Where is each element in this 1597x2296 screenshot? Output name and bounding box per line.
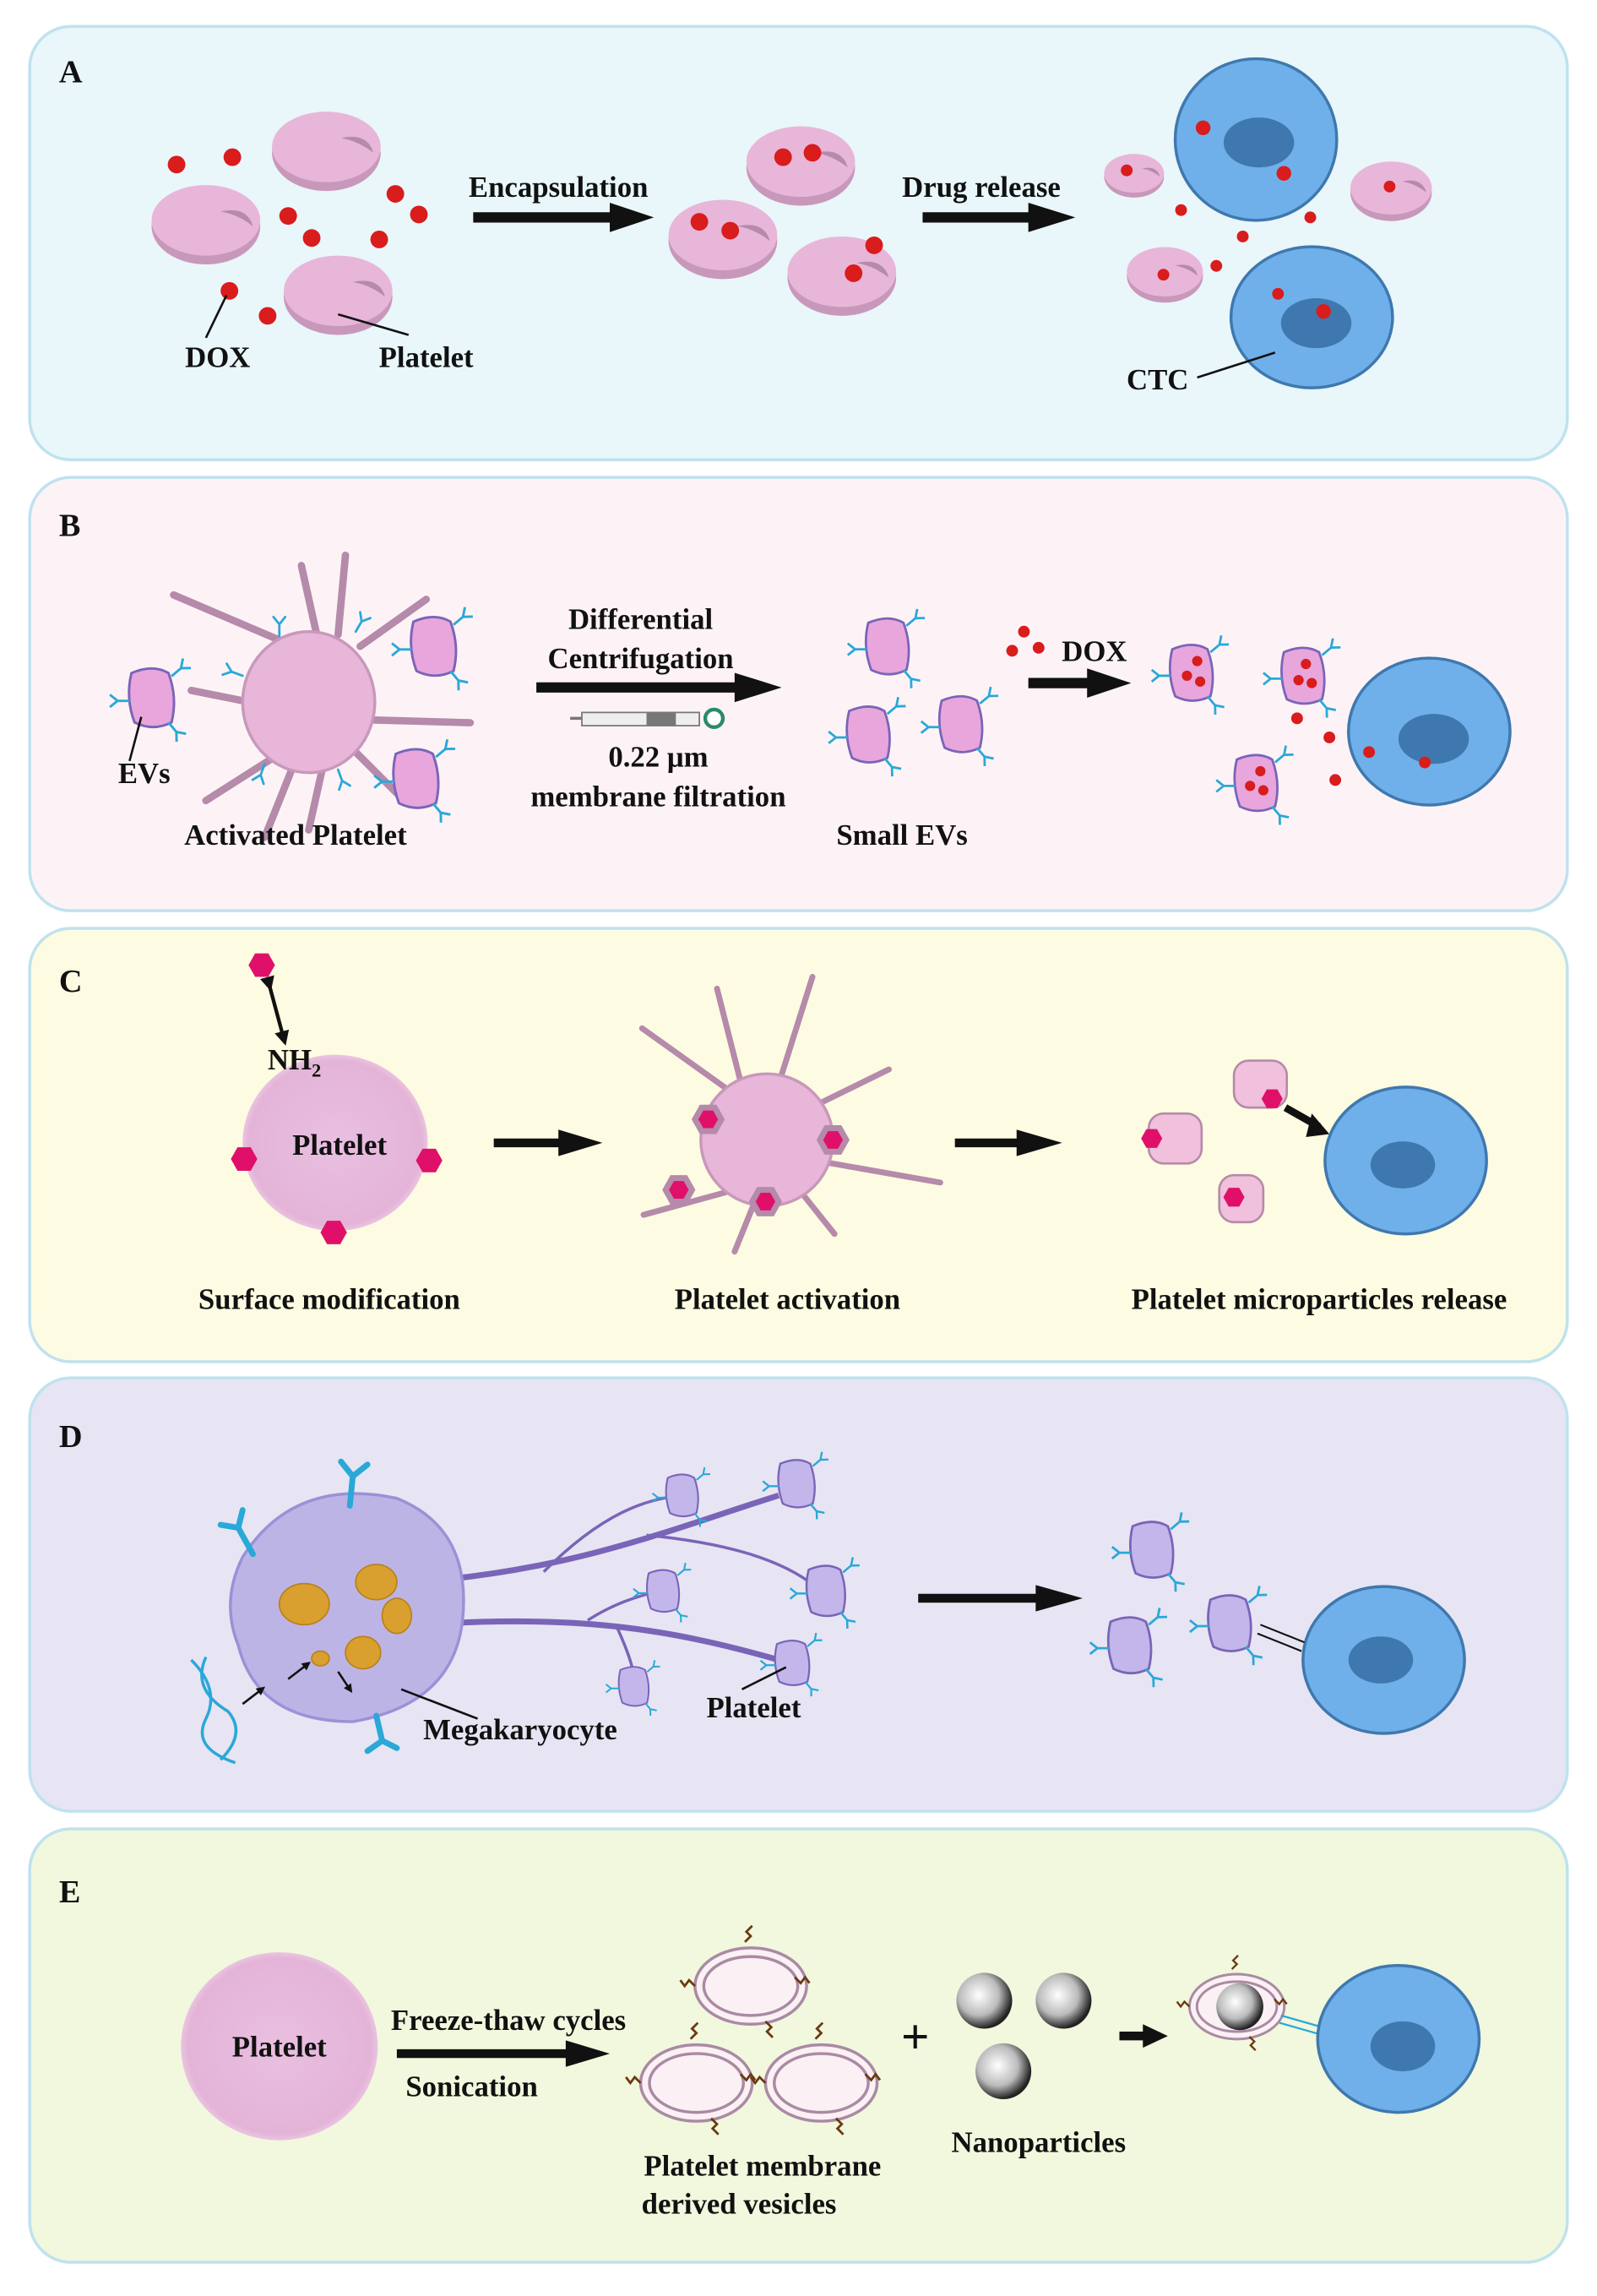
panel-c: C NH2 Platelet Surface modification Plat… — [28, 927, 1569, 1363]
platelet-label: Platelet — [292, 1129, 387, 1162]
binding-icon — [1257, 1624, 1305, 1652]
leader-line — [1197, 351, 1276, 379]
ctc-label: CTC — [1127, 363, 1188, 396]
encapsulation-label: Encapsulation — [469, 171, 649, 204]
microparticles-release-label: Platelet microparticles release — [1132, 1282, 1507, 1315]
leader-line — [204, 294, 228, 339]
platelet-activation-label: Platelet activation — [675, 1282, 900, 1315]
arrow-icon — [1028, 668, 1132, 699]
panel-e: E Platelet Freeze-thaw cycles Sonication… — [28, 1827, 1569, 2264]
dox-molecule-icon — [1121, 120, 1396, 319]
vesicles-label-line2: derived vesicles — [642, 2188, 837, 2221]
binding-icon — [1279, 2014, 1323, 2036]
pore-size-label: 0.22 μm — [608, 741, 708, 774]
loaded-platelet-icon — [668, 126, 897, 316]
leader-line — [400, 1688, 479, 1720]
coated-nanoparticle-icon — [1176, 1954, 1289, 2052]
platelet-icon — [181, 1952, 378, 2141]
nanoparticle-icon — [956, 1972, 1092, 2099]
panel-letter: C — [59, 964, 83, 999]
dox-molecule-icon — [1290, 712, 1431, 786]
leader-line — [128, 716, 143, 762]
panel-b: B EVs Activated Platelet Differential Ce… — [28, 476, 1569, 912]
platelet-label: Platelet — [706, 1691, 801, 1724]
dox-molecule-icon — [1006, 625, 1045, 657]
arrow-head — [1306, 1113, 1330, 1137]
dox-label: DOX — [1062, 635, 1127, 668]
arrow-icon — [536, 672, 782, 703]
dox-molecule-icon — [167, 148, 428, 325]
freeze-thaw-label: Freeze-thaw cycles — [391, 2004, 626, 2037]
arrow-icon — [1119, 2024, 1168, 2048]
activated-platelet-icon — [638, 973, 943, 1255]
ctc-cell-icon — [1323, 1085, 1488, 1236]
loaded-ev-icon — [1152, 635, 1341, 824]
ctc-cell-icon — [1316, 1963, 1481, 2114]
dox-label: DOX — [185, 341, 250, 374]
panel-letter: B — [59, 509, 81, 544]
arrow-icon — [473, 202, 655, 232]
centrifugation-label: Centrifugation — [547, 642, 733, 675]
panel-letter: D — [59, 1419, 83, 1455]
platelet-icon — [242, 1054, 428, 1232]
microparticle-icon — [1141, 1059, 1289, 1224]
dna-icon — [190, 1656, 238, 1765]
plus-sign: + — [901, 2009, 930, 2065]
panel-letter: A — [59, 54, 83, 90]
small-evs-label: Small EVs — [836, 819, 968, 851]
ctc-cell-icon — [1347, 656, 1512, 807]
platelet-label: Platelet — [379, 341, 474, 374]
ctc-cell-icon — [1173, 57, 1394, 389]
panel-a: A DOX Platelet Encapsulation Drug releas… — [28, 24, 1569, 462]
nh2-label: NH2 — [268, 1043, 321, 1081]
panel-letter: E — [59, 1874, 81, 1910]
panel-d: D Megakaryocyte Platelet — [28, 1376, 1569, 1813]
activated-platelet-icon — [170, 551, 475, 841]
activated-platelet-label: Activated Platelet — [184, 819, 407, 851]
nanoparticles-label: Nanoparticles — [951, 2126, 1126, 2159]
arrow-icon — [493, 1129, 603, 1156]
arrow-icon — [396, 2040, 611, 2067]
arrow-icon — [954, 1129, 1062, 1156]
ctc-cell-icon — [1301, 1585, 1466, 1735]
arrow-icon — [918, 1585, 1083, 1612]
arrow-icon — [922, 202, 1076, 232]
platelet-label: Platelet — [232, 2031, 327, 2064]
differential-label: Differential — [568, 602, 714, 635]
surface-modification-label: Surface modification — [198, 1282, 460, 1315]
drug-release-label: Drug release — [902, 171, 1061, 204]
leader-line — [741, 1666, 787, 1690]
sonication-label: Sonication — [405, 2070, 537, 2103]
vesicles-label-line1: Platelet membrane — [644, 2149, 881, 2182]
leader-line — [337, 313, 410, 336]
double-arrow-icon — [259, 975, 290, 1046]
megakaryocyte-icon — [217, 1458, 465, 1755]
membrane-filtration-label: membrane filtration — [530, 781, 785, 813]
evs-label: EVs — [118, 757, 171, 790]
megakaryocyte-label: Megakaryocyte — [423, 1713, 617, 1746]
syringe-filter-icon — [570, 707, 725, 729]
